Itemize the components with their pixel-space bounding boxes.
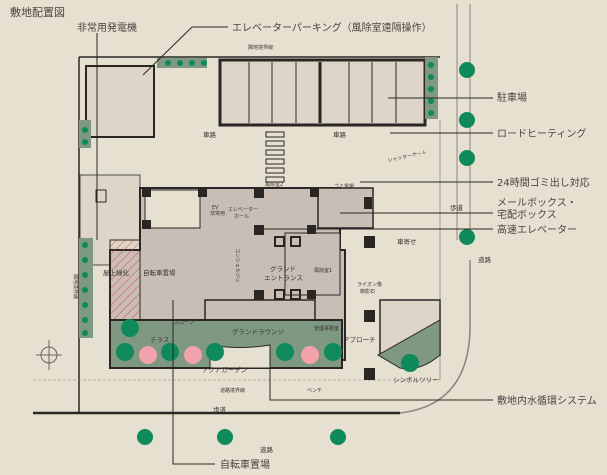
- label-concierge: コンシェルジュ: [234, 248, 240, 283]
- label-sidewalk-south: 歩道: [213, 405, 227, 414]
- label-granite: 御影石: [360, 288, 375, 295]
- callout-garbage: 24時間ゴミ出し対応: [497, 176, 590, 189]
- label-bench: ベンチ: [307, 388, 322, 394]
- callout-lines: [96, 26, 493, 465]
- label-symbol-tree: シンボルツリー: [393, 376, 439, 384]
- callout-generator: 非常用発電機: [77, 21, 137, 34]
- label-road: 道路: [478, 255, 492, 264]
- label-boundary-top: 隣地境界線: [248, 44, 273, 51]
- callout-bicycle-parking: 自転車置場: [220, 458, 270, 471]
- label-sidewalk: 歩道: [450, 203, 464, 212]
- label-garbage-room: ゴミ置場: [334, 183, 354, 190]
- label-driveway: 車路: [203, 130, 217, 139]
- main-building: [109, 187, 375, 380]
- planting-strip: [79, 120, 91, 148]
- label-boundary-left: 隣地境界線: [72, 274, 79, 299]
- cherry-blossoms: [139, 346, 319, 364]
- callout-parking: 駐車場: [497, 91, 527, 104]
- callout-water-cycle: 敷地内水循環システム: [497, 394, 597, 407]
- label-entrance-1: グランド: [270, 264, 296, 273]
- label-entrance-2: エントランス: [264, 274, 303, 282]
- callout-elevator-parking: エレベーターパーキング（風除室遠隔操作）: [232, 21, 432, 34]
- label-road-south: 道路: [260, 445, 274, 454]
- compass-icon: [36, 340, 62, 370]
- label-ev-hall-2: ホール: [234, 214, 249, 220]
- label-ev-emergency: 非常用: [210, 210, 225, 217]
- page-title: 敷地配置図: [10, 5, 65, 19]
- label-boundary-road: 道路境界線: [220, 387, 245, 394]
- label-approach: アプローチ: [343, 336, 376, 344]
- label-windbreak-2: 風除室2: [265, 181, 283, 188]
- label-lion-statue: ライオン像: [357, 281, 382, 288]
- label-shutter-gate: シャッターゲート: [387, 149, 428, 164]
- label-driveway: 車路: [333, 130, 347, 139]
- callout-high-speed-elevator: 高速エレベーター: [497, 223, 577, 236]
- label-rooftop-green: 屋上緑化: [103, 268, 130, 277]
- trees: [82, 60, 475, 445]
- label-lounge: グランドラウンジ: [232, 327, 285, 336]
- callout-road-heating: ロードヒーティング: [497, 127, 586, 140]
- label-bike-room: 自転車置場: [143, 268, 176, 277]
- label-ev: EV: [212, 205, 219, 211]
- label-drop-off: 車寄せ: [397, 237, 417, 246]
- callout-mailbox-1: メールボックス・: [497, 197, 577, 209]
- label-office: 管理事務室: [314, 325, 339, 332]
- label-slope: スロープ: [174, 320, 194, 326]
- label-ev-hall: エレベーター: [228, 206, 258, 213]
- label-aqua-garden: アクアガーデン: [202, 365, 247, 374]
- parking-structure: [218, 58, 427, 183]
- label-windbreak-1: 風除室1: [314, 267, 332, 274]
- label-terrace: テラス: [150, 336, 169, 344]
- callout-mailbox-2: 宅配ボックス: [497, 208, 557, 221]
